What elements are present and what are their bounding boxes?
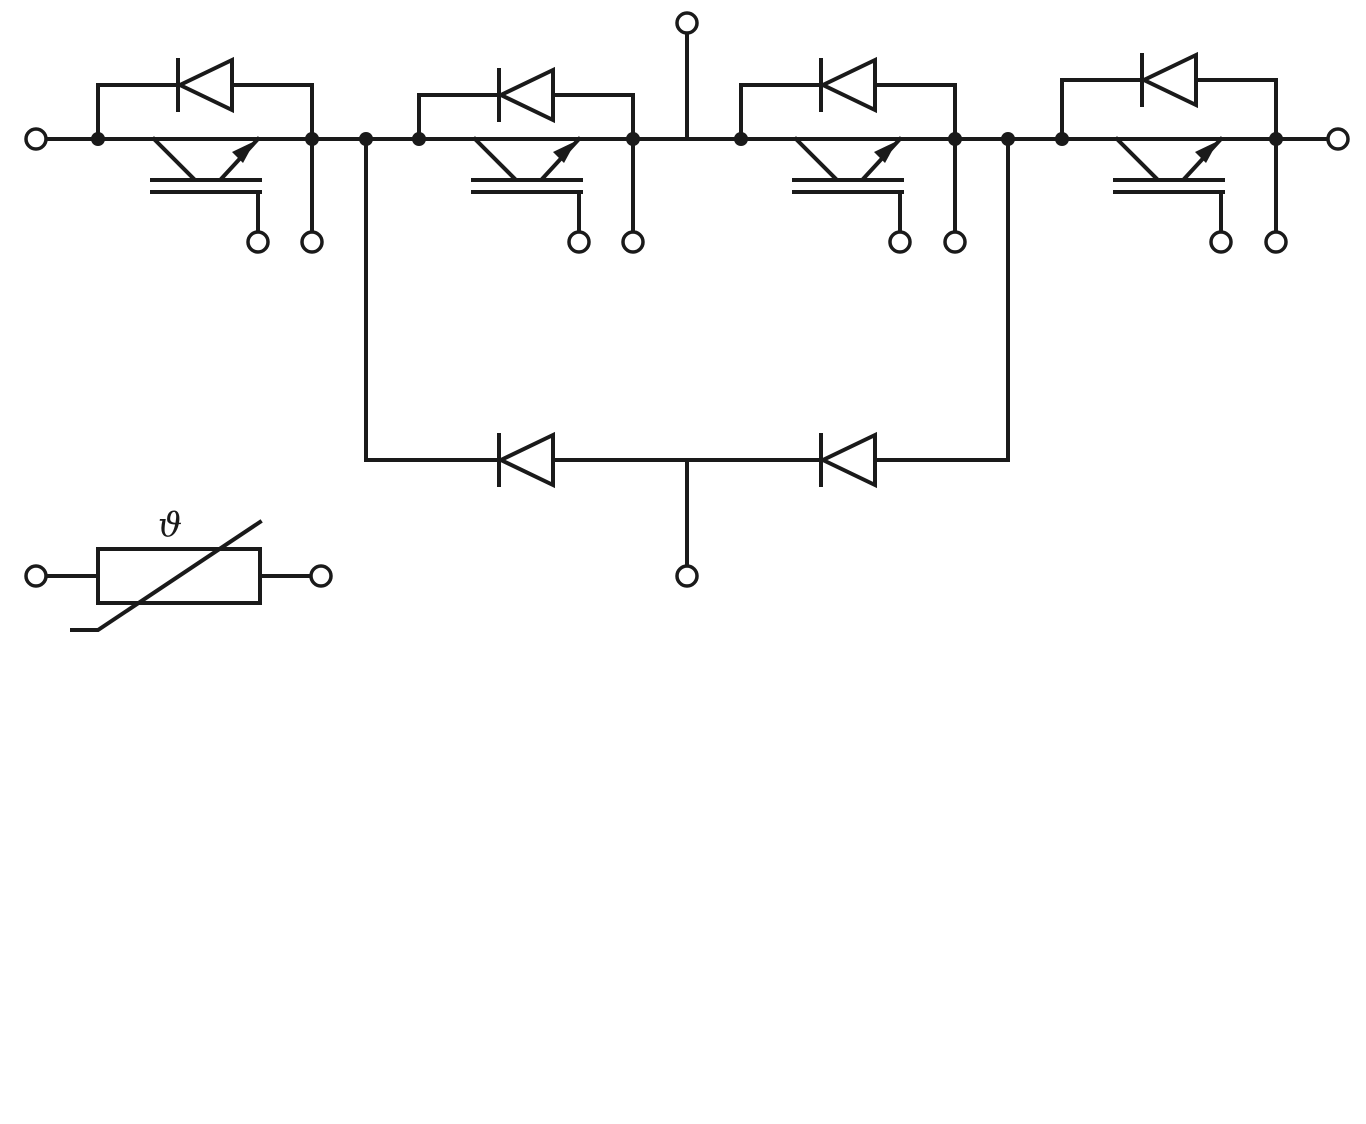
terminal-gate-t2: [567, 230, 591, 254]
clamp-loop: [364, 137, 1010, 568]
terminal-left-input: [24, 127, 48, 151]
terminal-gate-t4: [1209, 230, 1233, 254]
terminal-emitter-t2: [621, 230, 645, 254]
junction-dot: [1269, 132, 1283, 146]
terminal-emitter-t4: [1264, 230, 1288, 254]
junction-dot: [412, 132, 426, 146]
igbt-icon: [96, 136, 314, 235]
terminal-thermistor-right: [309, 564, 333, 588]
junction-dot: [1001, 132, 1015, 146]
freewheeling-diode-icon: [818, 56, 877, 114]
terminal-emitter-t3: [943, 230, 967, 254]
terminal-right-output: [1326, 127, 1350, 151]
igbt-stage-t2: [417, 66, 635, 235]
igbt-icon: [792, 136, 957, 235]
clamp-diode-d5-icon: [496, 431, 555, 489]
clamp-diode-d6-icon: [818, 431, 877, 489]
junction-dot: [359, 132, 373, 146]
terminals: [24, 11, 1350, 588]
freewheeling-diode-icon: [175, 56, 234, 114]
terminal-gate-t1: [246, 230, 270, 254]
igbt-icon: [1113, 136, 1278, 235]
junction-dot: [948, 132, 962, 146]
terminal-bottom-center: [675, 564, 699, 588]
junction-dot: [305, 132, 319, 146]
junctions: [91, 132, 1283, 146]
junction-dot: [626, 132, 640, 146]
terminal-gate-t3: [888, 230, 912, 254]
thermistor-label: ϑ: [158, 505, 182, 545]
ntc-thermistor: ϑ: [44, 505, 313, 632]
junction-dot: [91, 132, 105, 146]
igbt-stage-t3: [739, 56, 957, 235]
terminal-thermistor-left: [24, 564, 48, 588]
junction-dot: [734, 132, 748, 146]
terminal-emitter-t1: [300, 230, 324, 254]
freewheeling-diode-icon: [1139, 51, 1198, 109]
igbt-icon: [471, 136, 635, 235]
junction-dot: [1055, 132, 1069, 146]
terminal-top-center: [675, 11, 699, 35]
freewheeling-diode-icon: [496, 66, 555, 124]
igbt-stage-t4: [1060, 51, 1278, 235]
igbt-stage-t1: [96, 56, 314, 235]
